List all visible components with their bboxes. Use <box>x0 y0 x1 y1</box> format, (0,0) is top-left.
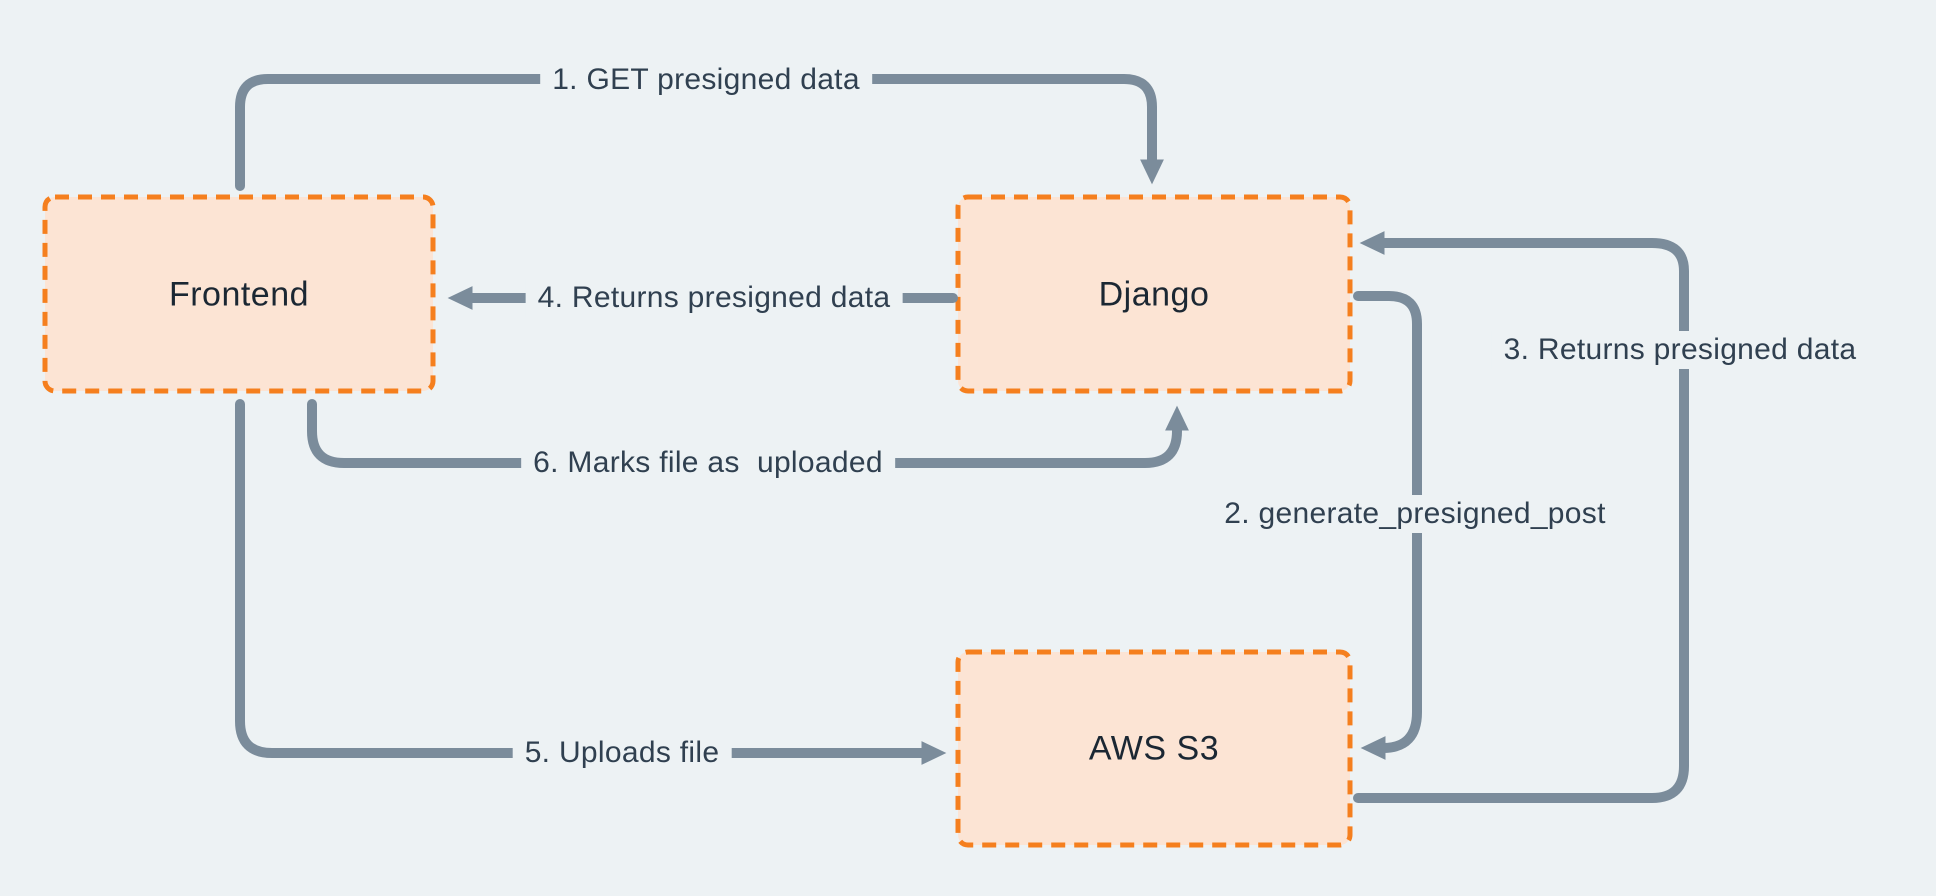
node-frontend-box <box>42 194 436 394</box>
node-label-aws-s3: AWS S3 <box>1088 729 1220 768</box>
node-label-django: Django <box>1098 275 1210 314</box>
edge-label-1-get-presigned-data: 1. GET presigned data <box>540 61 872 99</box>
edge-label-2-generate-presigned-post: 2. generate_presigned_post <box>1212 495 1618 533</box>
edge-label-5-uploads-file: 5. Uploads file <box>512 734 732 772</box>
arrow-2-generate-presigned-post <box>1353 291 1422 760</box>
node-aws-s3-box <box>955 649 1353 848</box>
node-label-frontend: Frontend <box>168 275 310 314</box>
node-django-box <box>955 194 1353 394</box>
arrow-5-uploads-file <box>235 399 947 765</box>
edge-label-4-returns-presigned-data: 4. Returns presigned data <box>525 279 903 317</box>
arrow-3-returns-presigned-data <box>1353 231 1689 803</box>
edge-label-3-returns-presigned-data: 3. Returns presigned data <box>1491 331 1869 369</box>
edge-label-6-marks-file-uploaded: 6. Marks file as uploaded <box>521 444 895 482</box>
